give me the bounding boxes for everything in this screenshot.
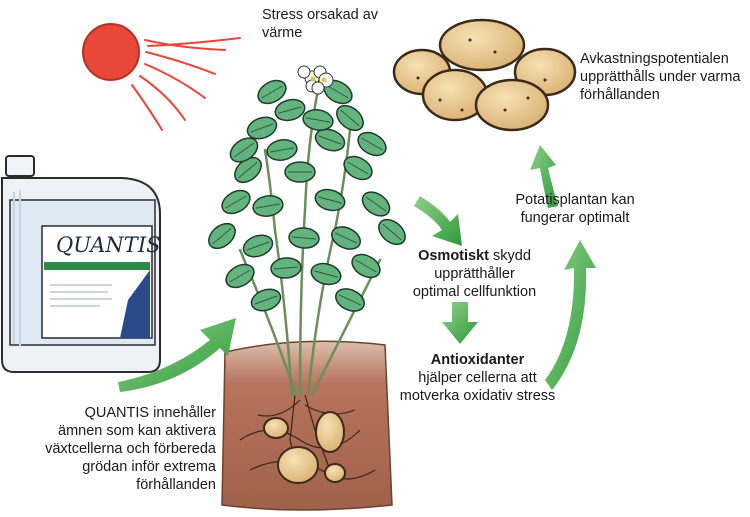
plant-optimal-text: Potatisplantan kan fungerar optimalt	[515, 192, 635, 226]
leaf-vein	[306, 117, 330, 123]
leaf-vein	[261, 85, 283, 99]
leaf-vein	[246, 241, 270, 251]
plant-optimal-label: Potatisplantan kan fungerar optimalt	[500, 191, 650, 227]
osmotic-rest-text: skydd	[489, 248, 531, 264]
leaf-vein	[212, 227, 232, 245]
heat-stress-text: Stress orsakad av värme	[262, 7, 379, 41]
leaf-vein	[229, 269, 251, 283]
heat-stress-label: Stress orsakad av värme	[262, 6, 382, 42]
antioxidants-line3-text: motverka oxidativ stress	[399, 388, 556, 404]
osmotic-bold-text: Osmotiskt	[418, 248, 489, 264]
leaf-vein	[340, 109, 360, 127]
antioxidants-label: Antioxidanter hjälper cellerna att motve…	[390, 351, 565, 405]
leaf-vein	[274, 266, 298, 270]
leaf-vein	[365, 196, 387, 212]
antioxidants-line2-text: hjälper cellerna att	[418, 370, 537, 386]
leaf-vein	[338, 294, 362, 306]
antioxidants-bold-text: Antioxidanter	[430, 352, 525, 368]
leaf-vein	[250, 123, 274, 133]
leaf-vein	[254, 295, 278, 305]
yield-potential-label: Avkastningspotentialen upprätthålls unde…	[580, 50, 748, 104]
leaf-vein	[270, 147, 294, 153]
osmotic-line3-text: optimal cellfunktion	[412, 284, 537, 300]
leaf-vein	[233, 142, 255, 158]
plant-icon	[208, 65, 406, 397]
leaf-vein	[318, 196, 342, 204]
leaf-vein	[382, 223, 402, 241]
canister-icon	[1, 155, 161, 373]
leaf-vein	[225, 195, 247, 209]
leaf-vein	[278, 106, 302, 114]
leaf-vein	[256, 203, 280, 209]
leaf-vein	[361, 137, 383, 151]
leaf-vein	[355, 259, 377, 273]
leaf-vein	[327, 85, 349, 99]
quantis-description-text: QUANTIS innehåller ämnen som kan aktiver…	[45, 405, 216, 493]
leaf-vein	[334, 232, 358, 244]
arrow-icon	[118, 145, 596, 392]
leaf-vein	[347, 161, 369, 175]
leaf-vein	[314, 270, 338, 278]
osmotic-label: Osmotiskt skydd upprätthåller optimal ce…	[392, 247, 557, 301]
canister-brand: QUANTIS	[56, 233, 161, 257]
soil-block	[221, 340, 393, 511]
leaf-vein	[238, 161, 258, 179]
osmotic-line2-text: upprätthåller	[434, 266, 515, 282]
potato-pile-icon	[392, 18, 577, 132]
sun-icon	[82, 23, 241, 131]
quantis-description-label: QUANTIS innehåller ämnen som kan aktiver…	[40, 404, 216, 494]
leaf-vein	[318, 135, 342, 145]
yield-potential-text: Avkastningspotentialen upprätthålls unde…	[580, 51, 741, 103]
leaf-vein	[292, 236, 316, 240]
